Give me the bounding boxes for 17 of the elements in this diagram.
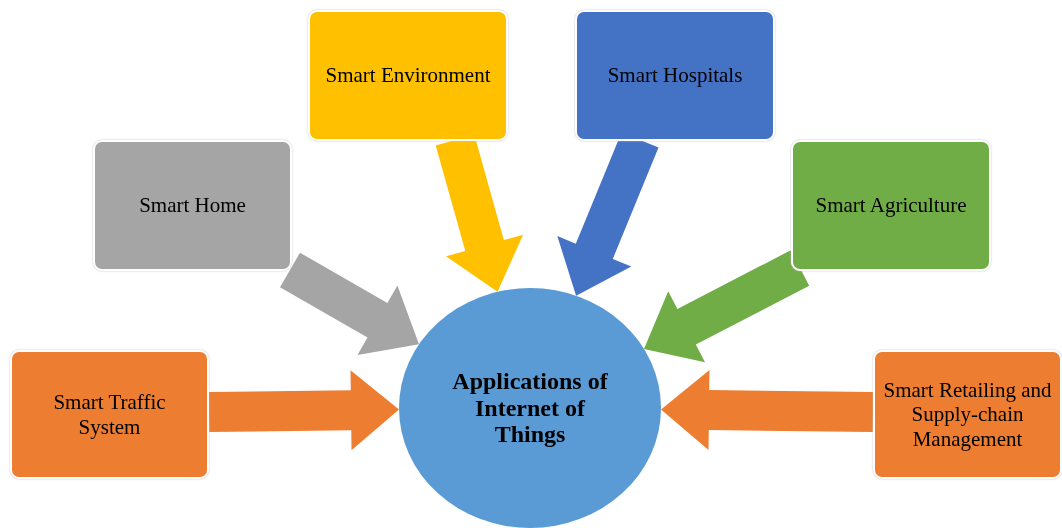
category-box [308,10,508,141]
category-box [791,140,991,271]
node-label: Smart Environment [325,63,491,88]
block-arrow [661,370,874,451]
category-box [575,10,775,141]
block-arrow [280,252,419,355]
node-label: Smart Agriculture [815,193,967,218]
block-arrow [644,250,810,363]
node-label: Smart Traffic System [52,390,167,439]
category-box [93,140,292,271]
node-label: Smart Hospitals [607,63,743,88]
node-label: Applications of Internet of Things [451,368,609,448]
category-box [873,350,1062,479]
category-box [10,350,209,479]
block-arrow [208,370,399,451]
node-label: Smart Retailing and Supply-chain Management [883,378,1052,451]
node-label: Smart Home [139,193,246,218]
